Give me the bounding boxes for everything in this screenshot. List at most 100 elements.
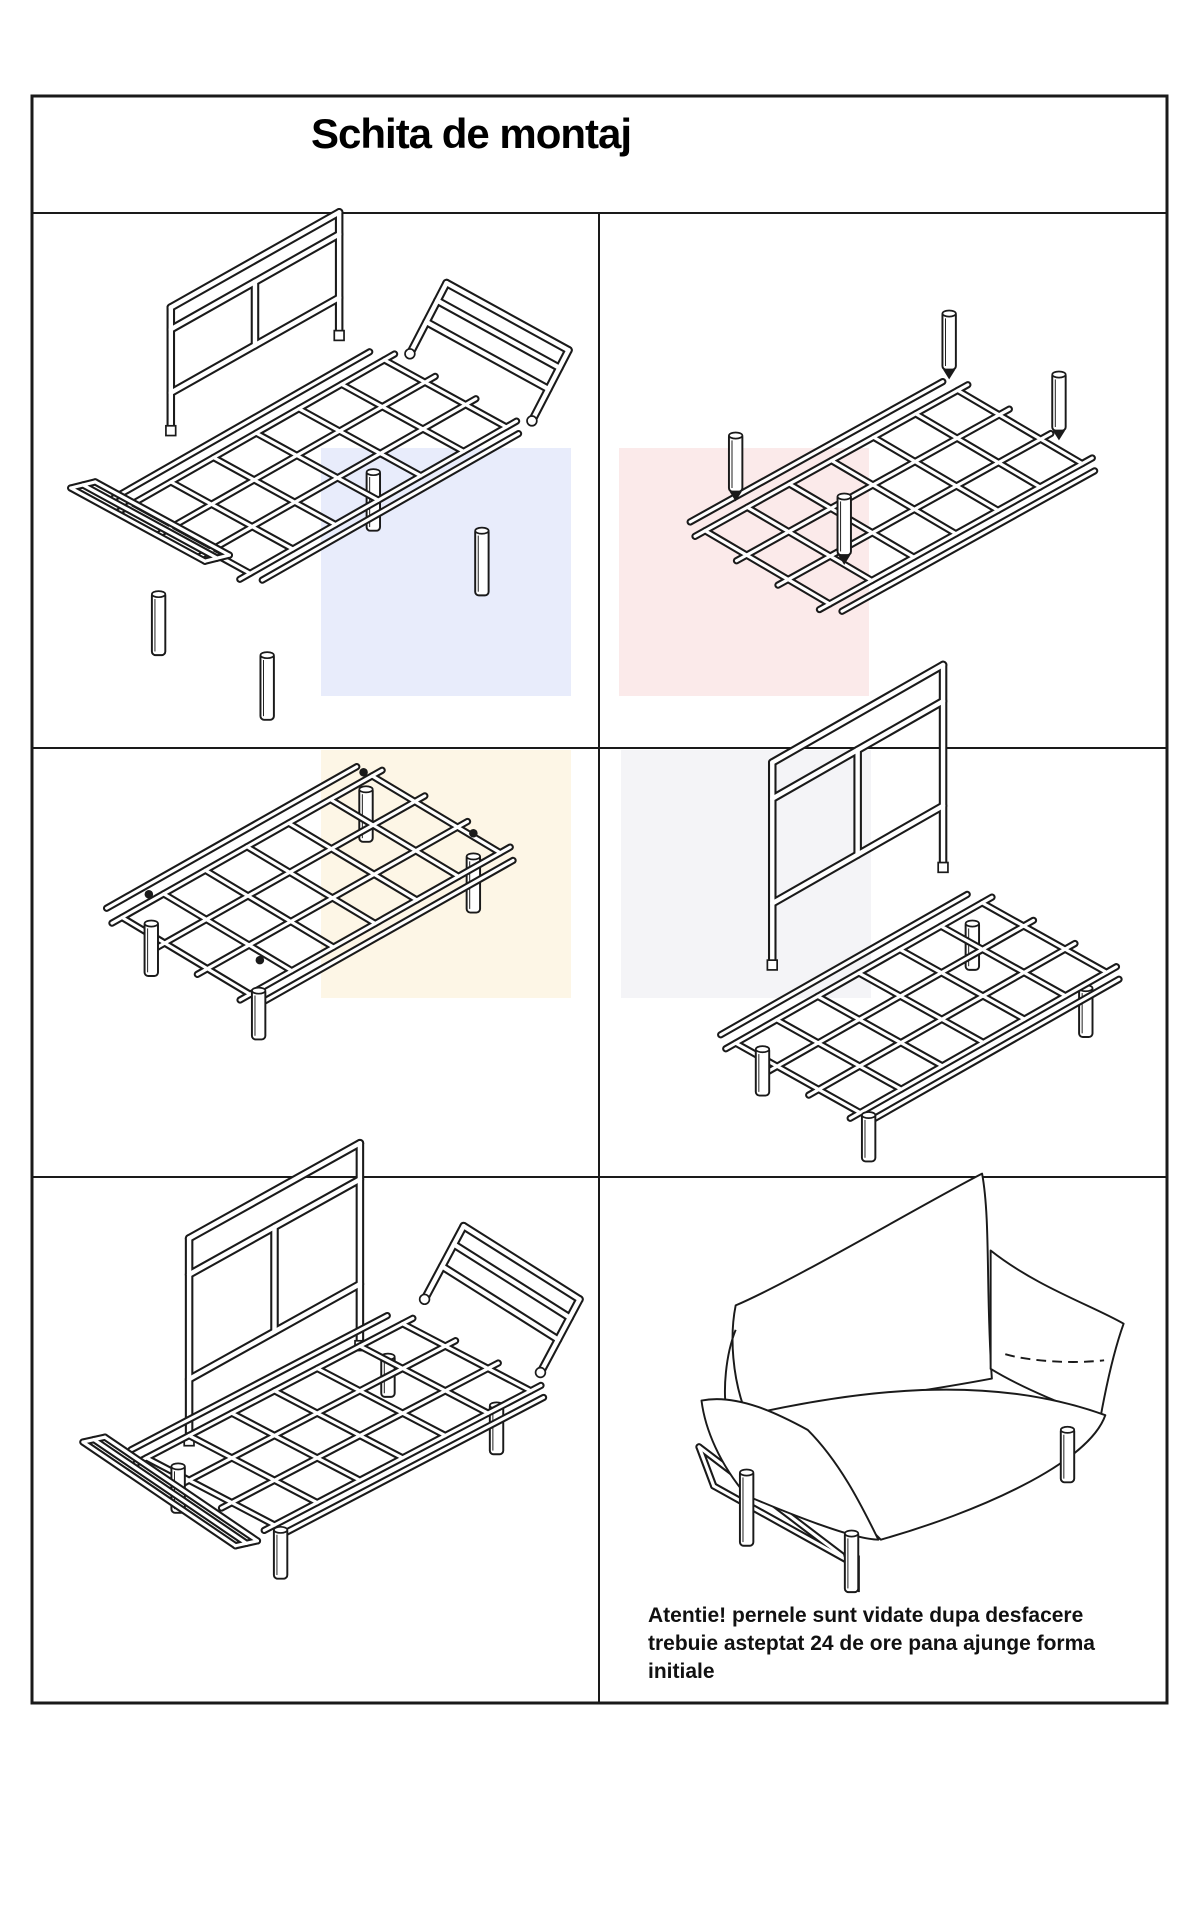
armrest-left-lying [67, 478, 234, 565]
leg-cap [861, 1111, 877, 1119]
bolt [144, 889, 154, 899]
leg-tube [1059, 1426, 1076, 1484]
leg-cap [151, 590, 167, 599]
leg-cap [1051, 370, 1067, 379]
leg-tube [1051, 371, 1067, 432]
tube [211, 455, 338, 527]
leg-tube [150, 590, 167, 657]
tube [358, 1344, 490, 1415]
tube [775, 1018, 903, 1091]
back-cushion [731, 1172, 993, 1417]
tube [816, 994, 944, 1068]
leg-with-arrow [836, 492, 852, 565]
note-line: initiale [648, 1660, 715, 1683]
leg-cap [964, 919, 980, 928]
bolt [359, 767, 368, 777]
tube [745, 505, 874, 583]
tube [81, 483, 219, 560]
tube [829, 458, 958, 536]
background-tints [321, 448, 871, 998]
leg-cap [465, 852, 481, 861]
tube [162, 892, 294, 973]
tube [340, 382, 466, 453]
leg-cap [728, 431, 744, 440]
leg-with-arrow [941, 309, 957, 380]
leg-cap [754, 1045, 771, 1054]
leg-cap [259, 651, 275, 660]
tube [407, 280, 449, 356]
tube [272, 1389, 405, 1460]
tube-fill [129, 1314, 546, 1534]
bed-frame-step4 [717, 890, 1123, 1124]
tube-fill [111, 350, 521, 582]
page-title: Schita de montaj [311, 110, 632, 157]
tube [370, 774, 502, 855]
tube-fill [688, 380, 1097, 613]
tube [260, 432, 521, 582]
leg-tube [860, 1111, 877, 1163]
tube [93, 480, 231, 557]
leg-tube [941, 310, 957, 371]
leg-cap [273, 1525, 289, 1534]
leg-cap [941, 309, 957, 318]
tube [120, 915, 252, 996]
tube [719, 892, 969, 1037]
leg-cap [170, 1462, 186, 1471]
bolt [255, 955, 265, 965]
leg [272, 1525, 289, 1580]
tube [697, 1445, 716, 1488]
tube-fill [168, 210, 342, 432]
left-arm-cushion [700, 1398, 880, 1541]
leg-tube [843, 1530, 860, 1594]
leg [860, 1111, 877, 1163]
tube [230, 1411, 362, 1482]
right-arm-cushion [989, 1249, 1125, 1419]
tube-fill [407, 280, 571, 424]
tube [688, 380, 945, 524]
leg [474, 526, 490, 597]
tube [103, 1435, 260, 1543]
tube [424, 319, 551, 392]
leg-cap [251, 986, 267, 995]
tube [529, 347, 571, 424]
leg-tube [836, 493, 852, 557]
tube [168, 210, 342, 310]
tube [81, 1440, 238, 1548]
leg [150, 590, 167, 657]
leg [738, 1468, 755, 1547]
leg-tube [259, 651, 275, 721]
tube [315, 1366, 447, 1438]
tube [129, 1314, 389, 1452]
tube [285, 1395, 546, 1534]
tube-fill [719, 892, 1121, 1122]
hinge [404, 348, 416, 360]
tube [461, 1223, 582, 1302]
seam-line [1005, 1353, 1105, 1363]
leg-tube [474, 527, 490, 597]
leg-cap [358, 785, 374, 794]
tube [297, 407, 423, 478]
leg [259, 651, 275, 721]
leg-cap [843, 1529, 860, 1538]
tube [92, 1438, 249, 1545]
tube [144, 1456, 277, 1527]
tube [770, 662, 946, 765]
leg-cap [474, 526, 490, 535]
leg-tube [738, 1469, 755, 1547]
leg-cap [836, 492, 852, 501]
tube [451, 1242, 572, 1320]
bed-frame-step5 [127, 1311, 548, 1536]
backrest-step4 [766, 660, 949, 971]
tube-fill [81, 1435, 260, 1548]
tube [980, 901, 1109, 974]
tube [939, 924, 1068, 998]
tube [287, 821, 419, 902]
bracket [165, 424, 177, 437]
bracket [766, 959, 778, 971]
bracket [333, 329, 345, 342]
leg-with-arrow [1051, 370, 1067, 441]
layout-frame [30, 94, 1169, 1705]
leg [1059, 1425, 1076, 1484]
cushion-warning-note: Atentie! pernele sunt vidate dupa desfac… [648, 1602, 1118, 1686]
